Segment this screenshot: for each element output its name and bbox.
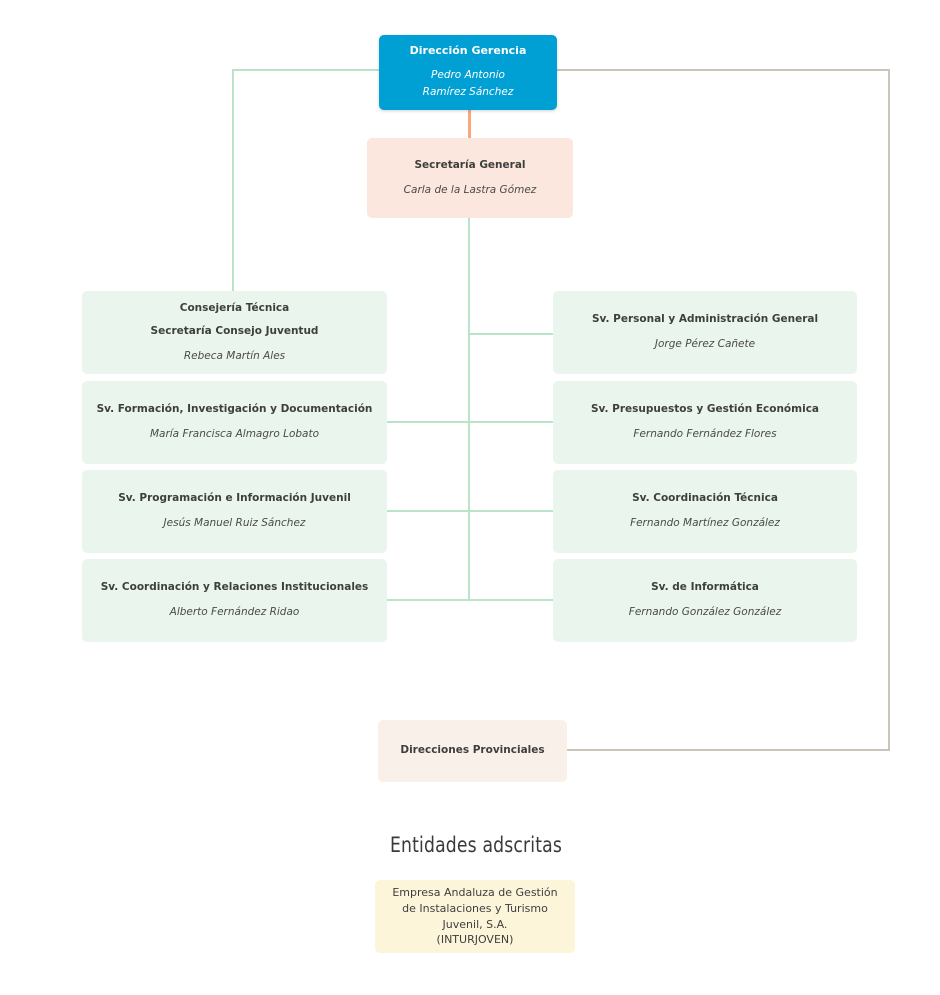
node-title: Sv. Presupuestos y Gestión Económica: [590, 403, 820, 416]
node-title: Dirección Gerencia: [409, 44, 527, 58]
node-inturjoven: Empresa Andaluza de Gestión de Instalaci…: [375, 880, 575, 953]
node-sv-coordinacion-relaciones: Sv. Coordinación y Relaciones Institucio…: [82, 559, 387, 642]
node-person: Jesús Manuel Ruiz Sánchez: [163, 517, 306, 529]
connector-root-to-secretaria: [468, 110, 471, 138]
node-title-2: Secretaría Consejo Juventud: [150, 325, 319, 338]
node-text: Empresa Andaluza de Gestión de Instalaci…: [392, 885, 558, 947]
node-person: Jorge Pérez Cañete: [654, 338, 756, 350]
node-title: Direcciones Provinciales: [400, 744, 545, 757]
node-title: Sv. Coordinación Técnica: [632, 492, 778, 505]
node-title: Secretaría General: [414, 158, 526, 171]
node-title: Sv. de Informática: [651, 581, 759, 594]
node-sv-personal-administracion: Sv. Personal y Administración General Jo…: [553, 291, 857, 374]
entidades-adscritas-heading: Entidades adscritas: [390, 833, 562, 857]
node-title: Sv. Coordinación y Relaciones Institucio…: [100, 581, 369, 594]
connector-row4: [387, 599, 553, 601]
node-sv-formacion-investigacion: Sv. Formación, Investigación y Documenta…: [82, 381, 387, 464]
node-person: Pedro Antonio Ramírez Sánchez: [422, 69, 514, 99]
node-person: Alberto Fernández Ridao: [169, 606, 300, 618]
connector-row1-right: [469, 333, 553, 335]
connector-left-column-drop: [232, 69, 234, 291]
node-person: Carla de la Lastra Gómez: [403, 183, 537, 196]
connector-root-to-right-edge: [557, 69, 890, 71]
connector-to-direcciones-provinciales: [567, 749, 890, 751]
node-person: Fernando Fernández Flores: [633, 428, 777, 440]
connector-row2: [387, 421, 553, 423]
node-secretaria-general: Secretaría General Carla de la Lastra Gó…: [367, 138, 573, 218]
node-sv-programacion-informacion: Sv. Programación e Información Juvenil J…: [82, 470, 387, 553]
connector-row3: [387, 510, 553, 512]
node-sv-presupuestos-gestion: Sv. Presupuestos y Gestión Económica Fer…: [553, 381, 857, 464]
node-sv-coordinacion-tecnica: Sv. Coordinación Técnica Fernando Martín…: [553, 470, 857, 553]
node-person: Rebeca Martín Ales: [183, 349, 286, 362]
node-title: Sv. Programación e Información Juvenil: [118, 492, 351, 505]
connector-secretaria-trunk: [468, 218, 470, 601]
connector-right-edge-drop: [888, 69, 890, 751]
node-person: Fernando Martínez González: [630, 517, 780, 529]
connector-root-to-left-column: [233, 69, 379, 71]
node-direccion-gerencia: Dirección Gerencia Pedro Antonio Ramírez…: [379, 35, 557, 110]
node-title: Consejería Técnica: [179, 301, 290, 314]
node-consejeria-tecnica: Consejería Técnica Secretaría Consejo Ju…: [82, 291, 387, 374]
node-person: Fernando González González: [628, 606, 782, 618]
node-direcciones-provinciales: Direcciones Provinciales: [378, 720, 567, 782]
node-title: Sv. Formación, Investigación y Documenta…: [96, 403, 373, 416]
node-person: María Francisca Almagro Lobato: [149, 428, 320, 440]
node-title: Sv. Personal y Administración General: [591, 313, 819, 326]
node-sv-informatica: Sv. de Informática Fernando González Gon…: [553, 559, 857, 642]
